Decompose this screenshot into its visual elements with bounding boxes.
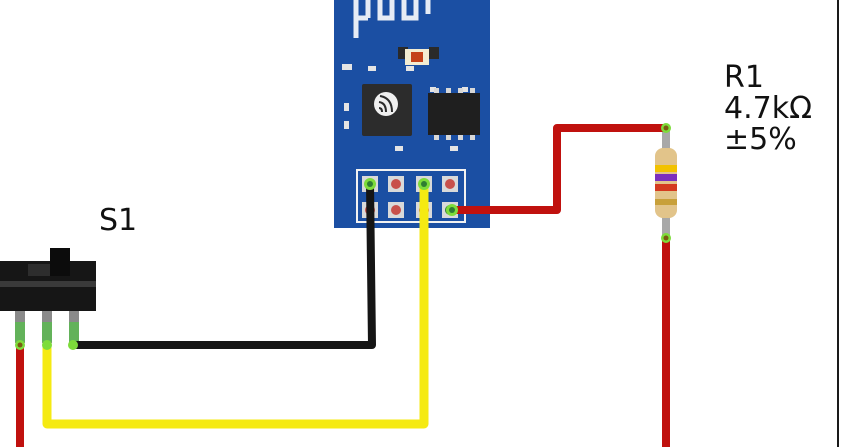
resistor-band [655, 165, 677, 172]
resistor-tolerance: ±5% [724, 122, 797, 157]
resistor-value: 4.7kΩ [724, 91, 813, 126]
pin-header [356, 169, 466, 223]
slide-switch[interactable] [0, 248, 96, 343]
resistor-body [655, 148, 677, 218]
resistor-band [655, 174, 677, 181]
smd-component [398, 47, 408, 59]
switch-slider[interactable] [50, 248, 70, 276]
resistor-band [655, 199, 677, 205]
esp-logo-icon [374, 92, 398, 116]
resistor-r1[interactable] [655, 130, 677, 240]
esp01-module[interactable] [334, 0, 490, 228]
wire-red-resistor-top[interactable] [448, 124, 670, 214]
pcb-antenna-icon [353, 0, 431, 38]
resistor-label: R1 [724, 60, 764, 95]
flash-chip [428, 93, 480, 135]
switch-label: S1 [99, 203, 138, 238]
resistor-label-block: R1 4.7kΩ ±5% [724, 62, 812, 155]
wire-endpoint[interactable] [42, 340, 52, 350]
wire-yellow[interactable] [42, 179, 429, 429]
wire-endpoint[interactable] [68, 340, 78, 350]
resistor-band [655, 184, 677, 191]
wire-black[interactable] [69, 180, 376, 349]
